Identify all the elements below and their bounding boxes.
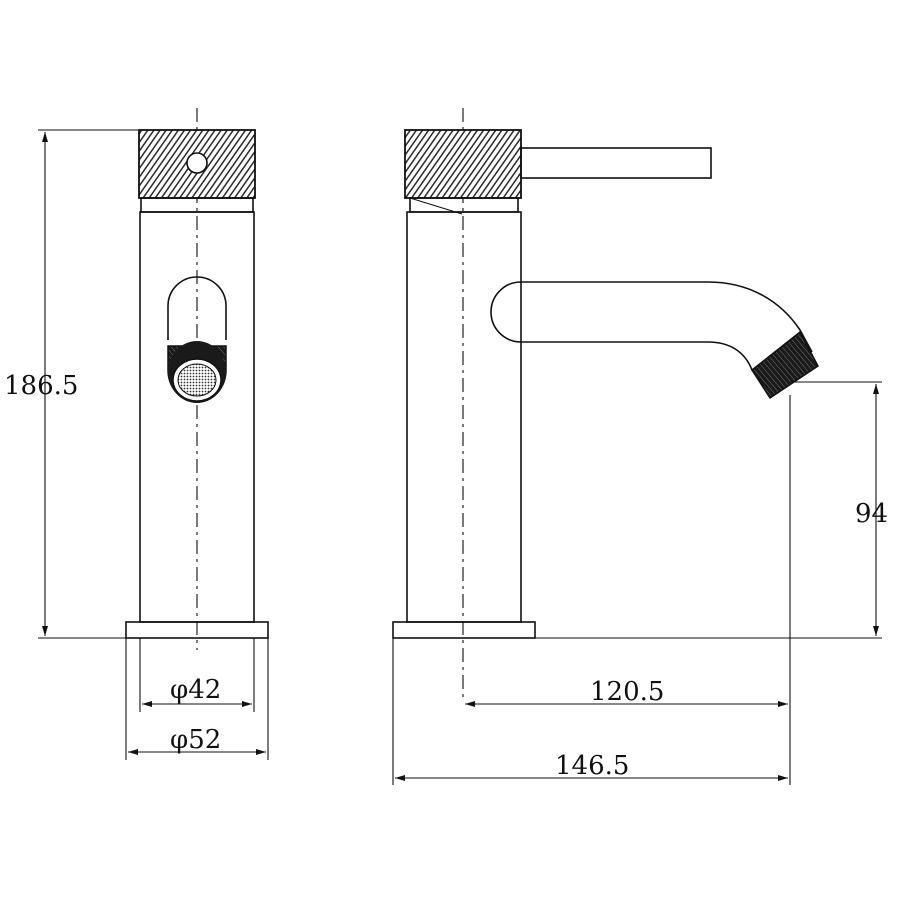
front-view	[125, 108, 269, 650]
dim-total-height-label: 186.5	[4, 371, 78, 401]
front-aerator	[167, 341, 227, 403]
side-view	[392, 108, 819, 700]
dim-spout-height-label: 94	[855, 499, 888, 529]
side-spout-aerator	[751, 330, 819, 400]
side-knurled-handle	[404, 129, 522, 199]
dim-spout-reach-label: 120.5	[590, 677, 664, 707]
dim-base-diameter-label: φ52	[170, 725, 221, 755]
side-handle-collar	[409, 197, 519, 213]
side-body	[406, 211, 522, 623]
dim-body-diameter-label: φ42	[170, 675, 221, 705]
front-outlet-slot	[167, 276, 227, 340]
front-handle-hole	[186, 152, 208, 174]
side-lever-arm	[520, 147, 712, 179]
dim-overall-depth-label: 146.5	[555, 751, 629, 781]
dimension-lines	[38, 129, 882, 785]
front-base-plate	[125, 621, 269, 639]
side-base-plate	[392, 621, 536, 639]
